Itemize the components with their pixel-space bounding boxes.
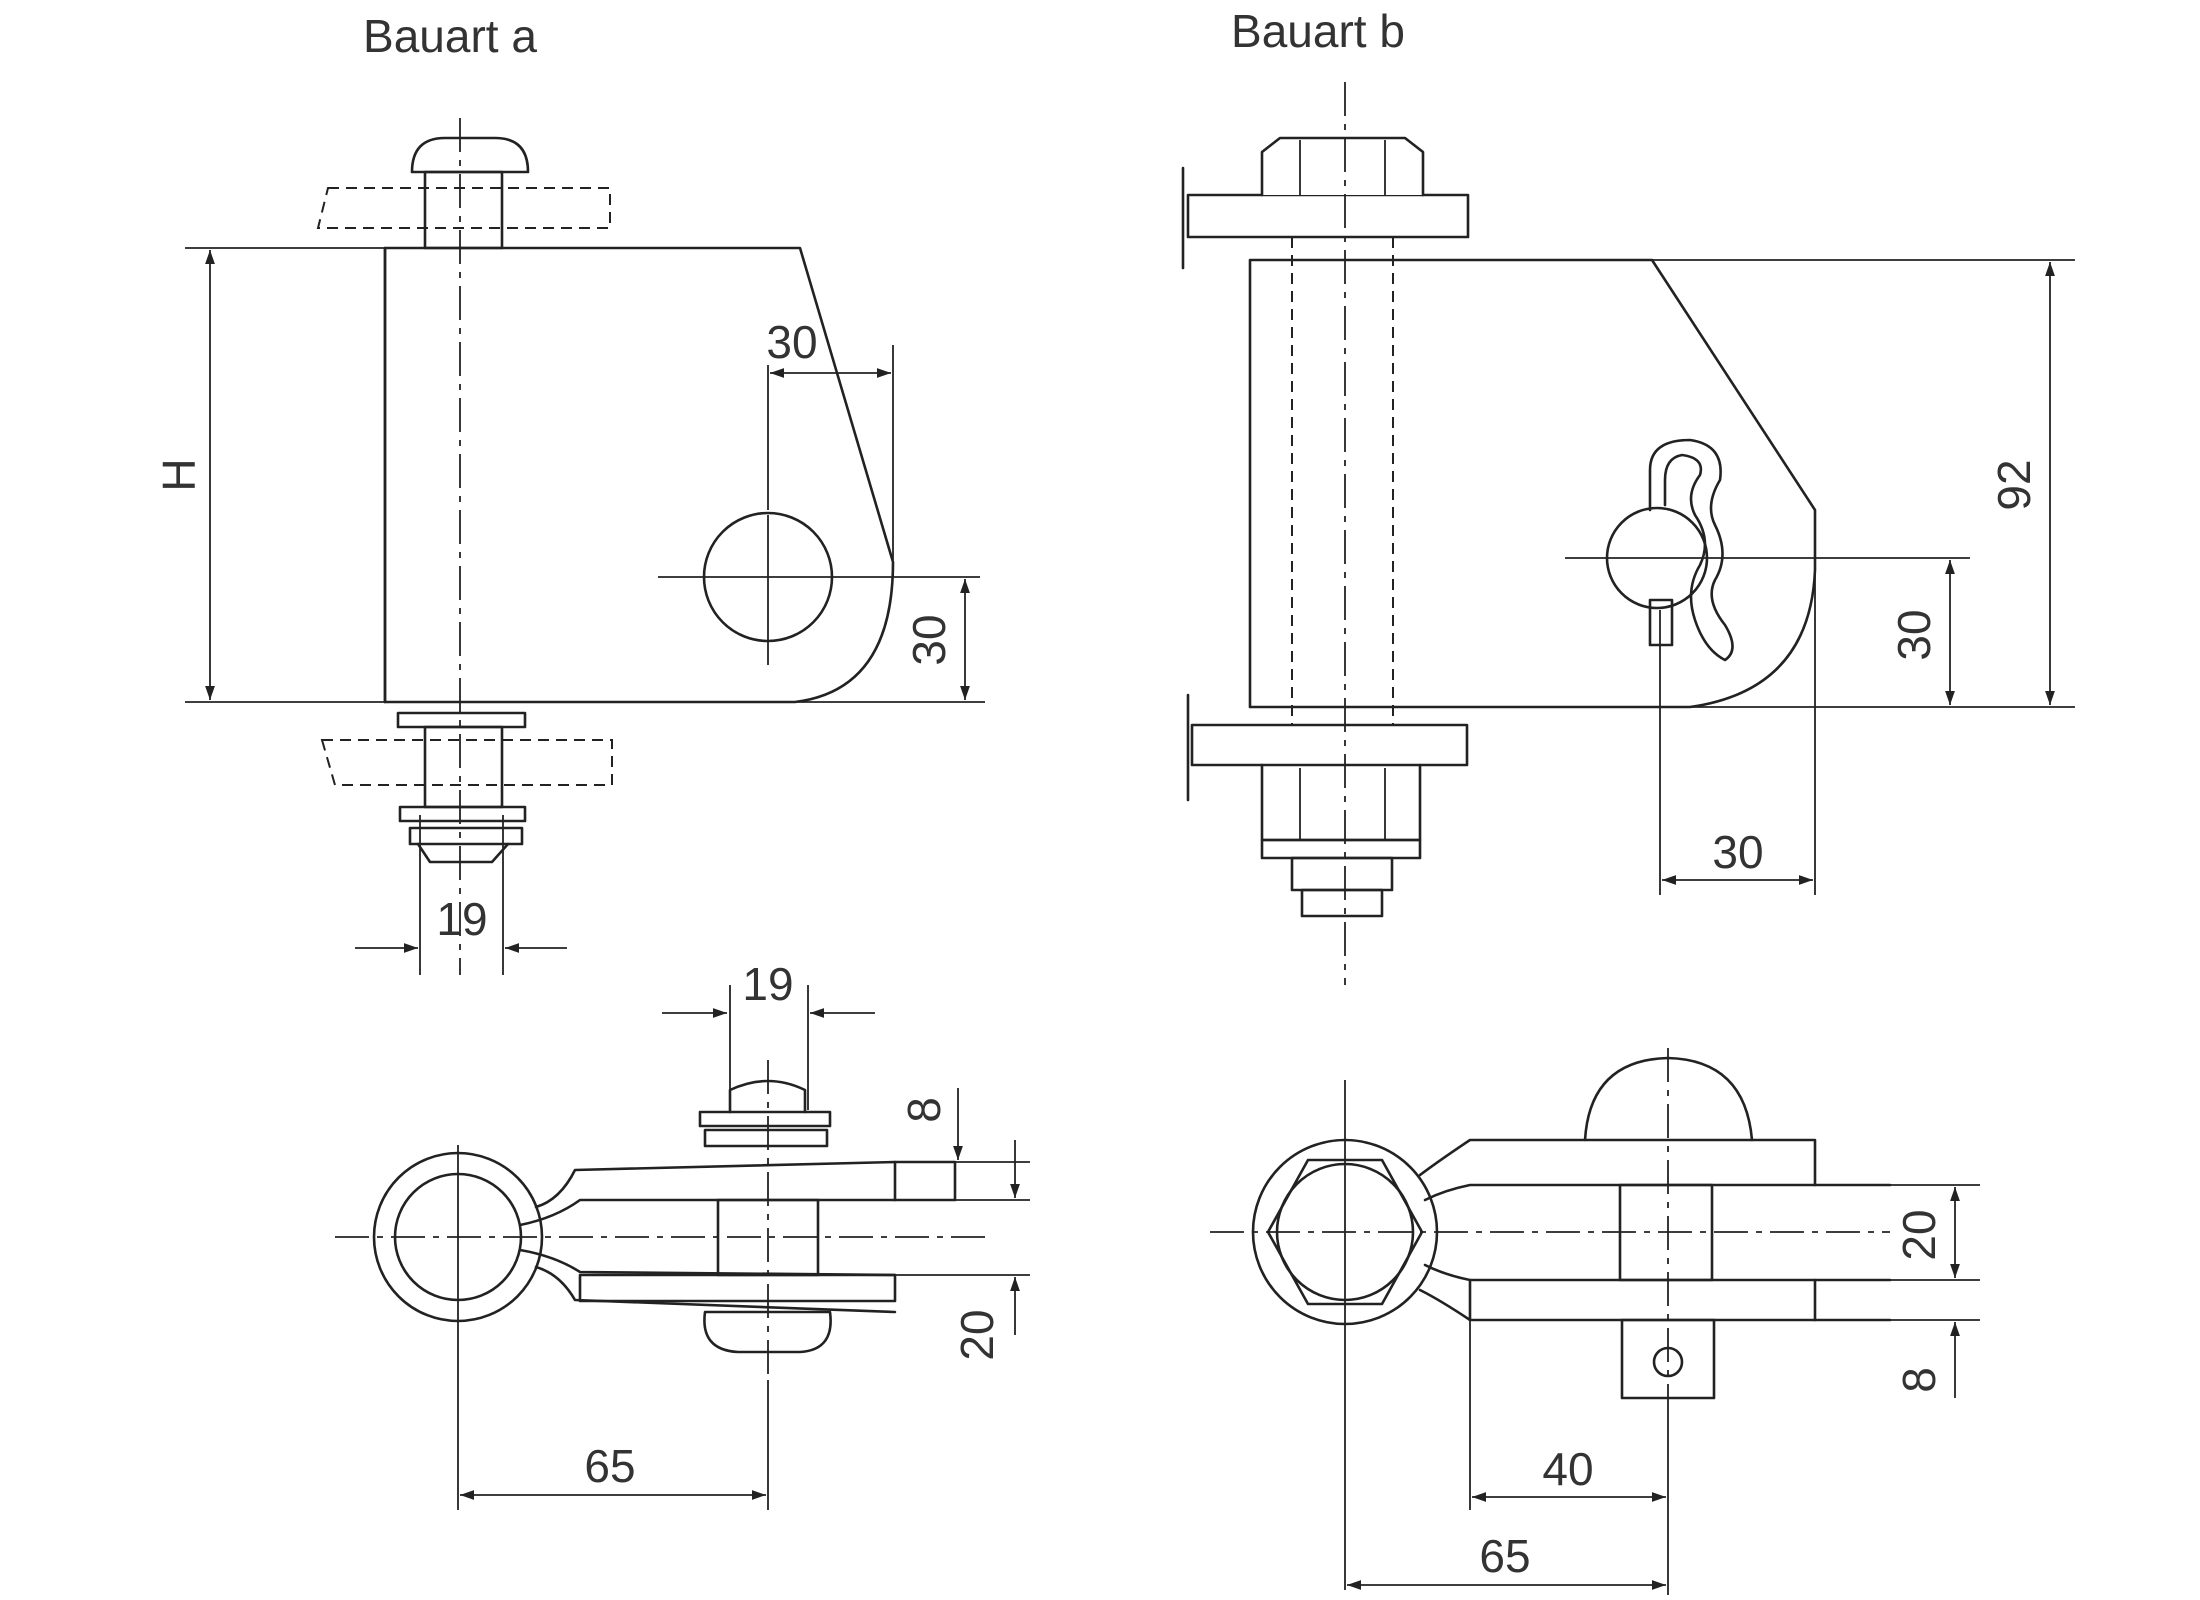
- dim-b-top-8: 8: [1893, 1367, 1945, 1393]
- dim-b-radius: 30: [1888, 609, 1940, 660]
- bauart-b-top-view: 20 8 40 65: [1210, 1048, 1980, 1595]
- title-bauart-a: Bauart a: [363, 10, 537, 62]
- bauart-b-side-view: 92 30 30: [1181, 82, 2075, 985]
- dim-a-top-pin: 19: [742, 958, 793, 1010]
- dim-b-92: 92: [1988, 459, 2040, 510]
- dim-a-top-20: 20: [951, 1309, 1003, 1360]
- dim-a-top-65: 65: [584, 1440, 635, 1492]
- dim-b-top-20: 20: [1893, 1209, 1945, 1260]
- dim-a-top-8: 8: [898, 1097, 950, 1123]
- dim-a-pin: 19: [436, 893, 487, 945]
- dim-a-slope: 30: [766, 316, 817, 368]
- bauart-a-side-view: H 30 30 19: [153, 118, 985, 975]
- title-bauart-b: Bauart b: [1231, 5, 1405, 57]
- dim-b-30-h: 30: [1712, 826, 1763, 878]
- dim-a-height: H: [153, 458, 205, 491]
- bauart-a-top-view: 19 8 20 65: [335, 958, 1030, 1510]
- dim-a-radius: 30: [903, 614, 955, 665]
- dim-b-top-40: 40: [1542, 1443, 1593, 1495]
- dim-b-top-65: 65: [1479, 1530, 1530, 1582]
